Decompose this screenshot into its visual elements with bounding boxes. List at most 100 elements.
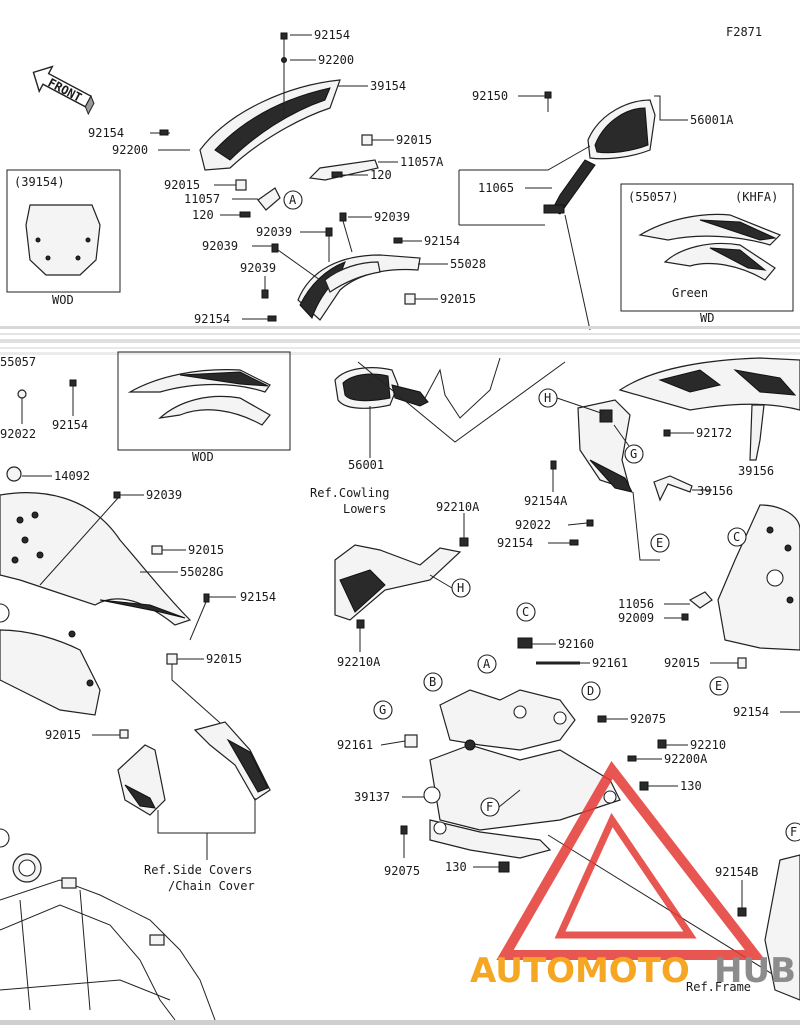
marker-a-top-label: A xyxy=(289,193,297,207)
wod-screen-box xyxy=(6,169,121,293)
front-subframe-39137 xyxy=(404,689,621,859)
marker-h-mid-label: H xyxy=(544,391,551,405)
callout-11065: 11065 xyxy=(478,181,514,195)
wod-screen-tag: WOD xyxy=(52,293,74,307)
strip-39156-b xyxy=(653,475,693,502)
marker-h-low-label: H xyxy=(457,581,464,595)
callout-92154-top: 92154 xyxy=(314,28,350,42)
wod-cowl-tag: WOD xyxy=(192,450,214,464)
callout-130-a: 130 xyxy=(680,779,702,793)
frame-right-edge xyxy=(764,854,800,1001)
callout-92039-e: 92039 xyxy=(146,488,182,502)
callout-55057-left: 55057 xyxy=(0,355,36,369)
callout-92022-left: 92022 xyxy=(0,427,36,441)
callout-92150: 92150 xyxy=(472,89,508,103)
left-panel-55028G xyxy=(0,492,192,626)
ref-frame: Ref.Frame xyxy=(686,980,751,994)
marker-f-low-label: F xyxy=(486,800,493,814)
marker-a-low xyxy=(477,654,497,674)
callout-92210A-b: 92210A xyxy=(337,655,381,669)
callout-92200A: 92200A xyxy=(664,752,708,766)
callout-92075-a: 92075 xyxy=(630,712,666,726)
callout-55028G: 55028G xyxy=(180,565,223,579)
mirror-56001A xyxy=(543,99,656,215)
ref-cowling-line2: Lowers xyxy=(343,502,386,516)
callout-92039-b: 92039 xyxy=(256,225,292,239)
wod-cowl-part xyxy=(127,369,271,426)
diagram-code: F2871 xyxy=(726,25,762,39)
lower-left-panel xyxy=(0,629,101,716)
marker-e-right-label: E xyxy=(715,679,722,693)
callout-92009: 92009 xyxy=(618,611,654,625)
right-side-panel xyxy=(717,504,800,651)
wod-screen-ref: (39154) xyxy=(14,175,65,189)
callout-39154: 39154 xyxy=(370,79,406,93)
callout-92154-d: 92154 xyxy=(194,312,230,326)
callout-92039-a: 92039 xyxy=(374,210,410,224)
marker-g-low-label: G xyxy=(379,703,386,717)
marker-c-right-label: C xyxy=(733,530,740,544)
frame-lower-left xyxy=(0,828,216,1021)
marker-d-low-label: D xyxy=(587,684,594,698)
callout-92154B: 92154B xyxy=(715,865,758,879)
watermark-hub: HUB xyxy=(714,951,796,991)
side-cover-brackets xyxy=(117,721,271,816)
front-label: FRONT xyxy=(46,76,84,105)
callout-92200-left: 92200 xyxy=(112,143,148,157)
wd-ref: (55057) xyxy=(628,190,679,204)
automotohub-logo xyxy=(496,761,766,960)
callout-120-a: 120 xyxy=(370,168,392,182)
front-arrow-icon: FRONT xyxy=(32,65,95,116)
callout-92172: 92172 xyxy=(696,426,732,440)
ref-cowling-line1: Ref.Cowling xyxy=(310,486,389,500)
callout-92154-e: 92154 xyxy=(52,418,88,432)
callout-92039-c: 92039 xyxy=(202,239,238,253)
marker-d-low xyxy=(581,681,601,701)
callout-92154-left: 92154 xyxy=(88,126,124,140)
wd-box xyxy=(620,183,794,312)
callout-120-b: 120 xyxy=(192,208,214,222)
marker-a-low-label: A xyxy=(483,657,491,671)
callout-39156-a: 39156 xyxy=(738,464,774,478)
ref-side-line1: Ref.Side Covers xyxy=(144,863,252,877)
marker-c-low-label: C xyxy=(522,605,529,619)
marker-e-mid xyxy=(650,533,670,553)
callout-92154-c: 92154 xyxy=(424,234,460,248)
callout-92210: 92210 xyxy=(690,738,726,752)
mirror-56001 xyxy=(334,367,429,409)
callout-92154-g: 92154 xyxy=(240,590,276,604)
inner-fairing xyxy=(577,399,633,493)
watermark-auto: AUTOMOTO xyxy=(470,951,690,991)
callout-92154-h: 92154 xyxy=(733,705,769,719)
marker-g-mid-label: G xyxy=(630,447,637,461)
callout-92161-b: 92161 xyxy=(337,738,373,752)
wd-color: Green xyxy=(672,286,708,300)
callout-92154-f: 92154 xyxy=(497,536,533,550)
marker-g-mid xyxy=(624,444,644,464)
callout-92015-c: 92015 xyxy=(440,292,476,306)
marker-f-right xyxy=(785,822,800,842)
callout-92161-a: 92161 xyxy=(592,656,628,670)
callout-11057A: 11057A xyxy=(400,155,444,169)
callout-92210A-a: 92210A xyxy=(436,500,480,514)
grommet-14092 xyxy=(6,466,22,482)
callout-92015-b: 92015 xyxy=(396,133,432,147)
ref-side-line2: /Chain Cover xyxy=(168,879,255,893)
marker-c-right xyxy=(727,527,747,547)
callout-11057: 11057 xyxy=(184,192,220,206)
grommet-92160 xyxy=(517,637,533,649)
callout-56001A: 56001A xyxy=(690,113,734,127)
marker-g-low xyxy=(373,700,393,720)
marker-c-low xyxy=(516,602,536,622)
marker-e-right xyxy=(709,676,729,696)
wd-cowl-green xyxy=(638,213,782,281)
wod-cowl-box xyxy=(117,351,291,451)
strip-39156-a xyxy=(749,404,765,461)
callout-39156-b: 39156 xyxy=(697,484,733,498)
callout-92015-d: 92015 xyxy=(188,543,224,557)
callout-39137: 39137 xyxy=(354,790,390,804)
callout-92154A: 92154A xyxy=(524,494,568,508)
windscreen-outline xyxy=(25,204,101,276)
